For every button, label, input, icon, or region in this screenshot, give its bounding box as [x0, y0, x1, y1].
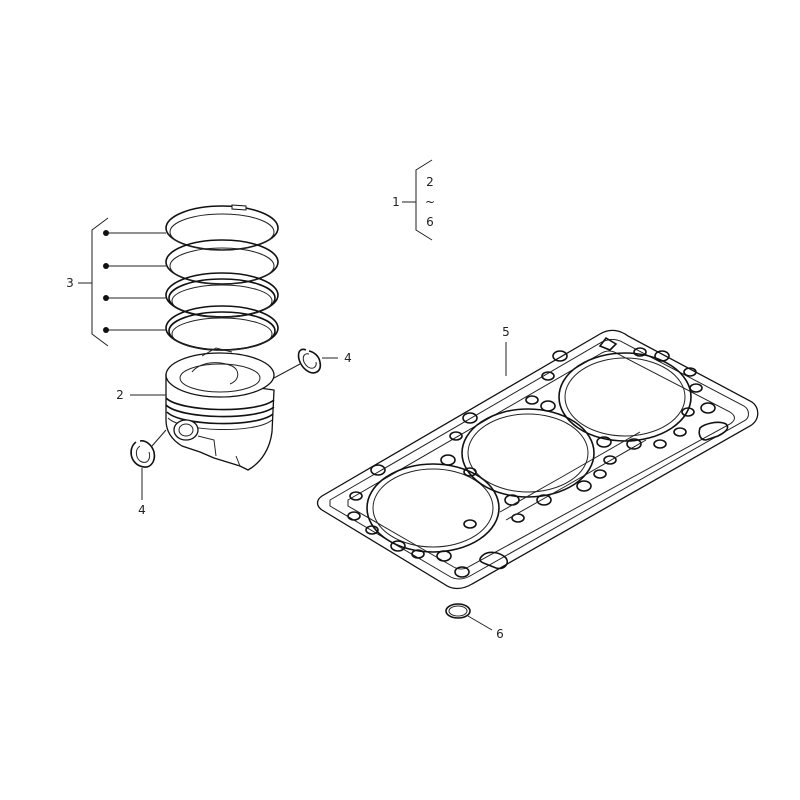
- cylinder-bore-1: [366, 463, 500, 553]
- rings-callout: 3: [66, 217, 166, 347]
- piston-rings: [165, 204, 279, 351]
- callout-6: 6: [496, 627, 504, 641]
- piston-ring-2: [165, 239, 279, 285]
- gasket-holes: [347, 347, 716, 578]
- callout-4-left: 4: [138, 503, 146, 517]
- kit-range-start: 2: [426, 175, 434, 189]
- piston-ring-3: [165, 272, 279, 318]
- piston-ring-1: [165, 204, 279, 251]
- piston-ring-4: [165, 305, 279, 351]
- piston-callout: 2: [116, 388, 166, 402]
- callout-1: 1: [392, 195, 400, 209]
- kit-range-end: 6: [426, 215, 434, 229]
- callout-2: 2: [116, 388, 124, 402]
- gasket-slots: [479, 336, 729, 570]
- piston: [165, 347, 275, 471]
- kit-range-sep: ~: [425, 195, 435, 209]
- callout-4-right: 4: [344, 351, 352, 365]
- o-ring: 6: [445, 603, 504, 641]
- head-gasket: [316, 329, 759, 590]
- callout-5: 5: [502, 325, 510, 339]
- gasket-callout: 5: [502, 325, 510, 376]
- rings-bracket: [91, 217, 109, 347]
- kit-bracket: [415, 159, 433, 241]
- circlip-left: 4: [130, 429, 167, 517]
- kit-callout: 1 2 ~ 6: [392, 159, 435, 241]
- cylinder-bore-2: [461, 408, 595, 498]
- circlip-right: 4: [273, 348, 352, 379]
- callout-3: 3: [66, 276, 74, 290]
